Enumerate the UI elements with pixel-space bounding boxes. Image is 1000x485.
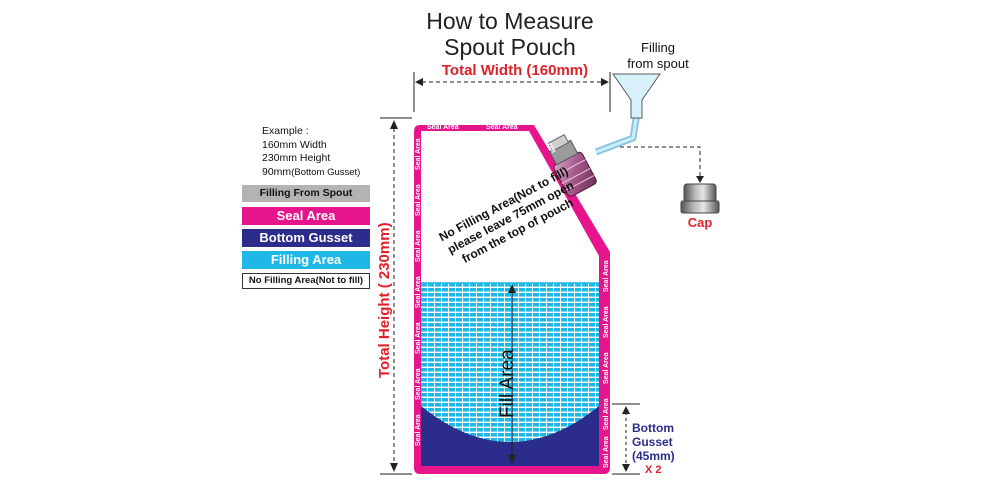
seal-label-top-2: Seal Area [486, 124, 518, 131]
bottom-gusset-multiplier: X 2 [645, 464, 662, 476]
seal-label-left-1: Seal Area [415, 138, 422, 170]
seal-label-right-2: Seal Area [603, 306, 610, 338]
total-width-label: Total Width (160mm) [441, 62, 589, 79]
seal-label-left-4: Seal Area [415, 276, 422, 308]
bottom-gusset-label-line-1: Bottom [632, 421, 674, 435]
seal-label-top-1: Seal Area [427, 124, 459, 131]
seal-label-right-3: Seal Area [603, 352, 610, 384]
spout [547, 134, 597, 197]
legend-no-filling-area: No Filling Area(Not to fill) [242, 273, 370, 289]
total-height-label: Total Height ( 230mm) [376, 222, 393, 378]
fill-area-label: Fill Area [497, 349, 518, 418]
cap-icon [680, 183, 720, 214]
seal-label-left-6: Seal Area [415, 368, 422, 400]
bottom-gusset-label-line-3: (45mm) [632, 449, 675, 463]
title-line-2: Spout Pouch [444, 34, 576, 60]
filling-label: Filling from spout [610, 40, 706, 72]
filling-label-line-1: Filling [641, 40, 675, 55]
funnel-icon [612, 73, 661, 119]
example-heading: Example : [262, 125, 309, 137]
bottom-gusset-label-line-2: Gusset [632, 435, 673, 449]
seal-label-right-5: Seal Area [603, 436, 610, 468]
legend-bottom-gusset: Bottom Gusset [242, 229, 370, 247]
seal-label-left-5: Seal Area [415, 322, 422, 354]
seal-label-left-7: Seal Area [415, 414, 422, 446]
title-line-1: How to Measure [426, 8, 594, 34]
example-block: Example : 160mm Width 230mm Height 90mm(… [262, 125, 360, 179]
bottom-gusset [421, 406, 599, 466]
seal-label-right-4: Seal Area [603, 398, 610, 430]
filling-label-line-2: from spout [627, 56, 689, 71]
legend-filling-area: Filling Area [242, 251, 370, 269]
legend-filling-from-spout: Filling From Spout [242, 185, 370, 202]
example-gusset: 90mm(Bottom Gusset) [262, 165, 361, 178]
cap-label: Cap [687, 215, 713, 230]
seal-label-left-3: Seal Area [415, 230, 422, 262]
example-height: 230mm Height [262, 152, 331, 164]
legend-seal-area: Seal Area [242, 207, 370, 225]
seal-label-right-1: Seal Area [603, 260, 610, 292]
example-width: 160mm Width [262, 138, 327, 151]
seal-label-left-2: Seal Area [415, 184, 422, 216]
